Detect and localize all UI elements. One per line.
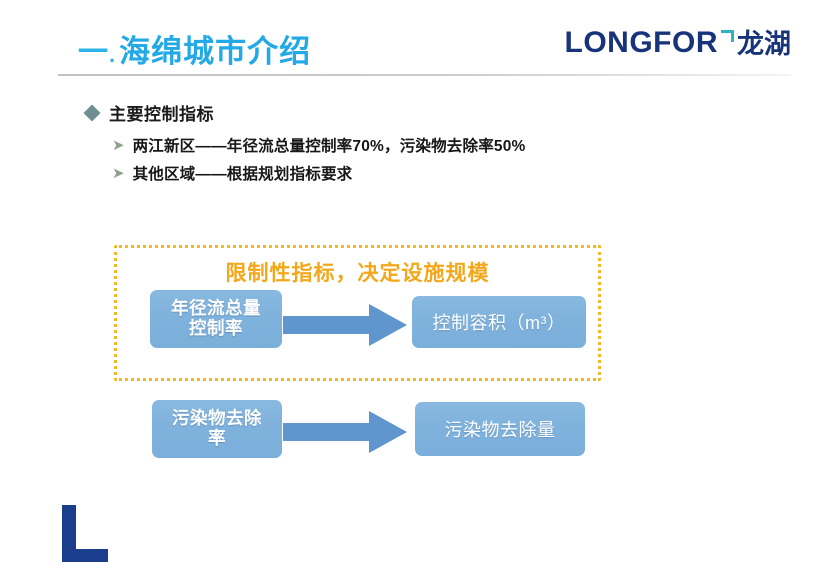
arrow-bullet-icon: ➤ <box>112 163 125 182</box>
flow-box-label: 控制容积（m³） <box>432 313 566 333</box>
bullet-level2-label: 其他区域——根据规划指标要求 <box>132 166 353 183</box>
callout-heading: 限制性指标，决定设施规模 <box>225 262 490 285</box>
bullet-level1-label: 主要控制指标 <box>109 105 214 124</box>
bullet-level1: 主要控制指标 <box>83 100 828 125</box>
slide-header: 一 . 海绵城市介绍 LONGFOR 龙湖 <box>0 0 828 78</box>
flow-box-label-line1: 年径流总量 <box>171 298 261 319</box>
title-text: 海绵城市介绍 <box>119 34 312 69</box>
l-shape-mark-icon <box>62 505 108 562</box>
flow-box-label: 污染物去除量 <box>444 420 556 440</box>
flow-box-control-volume: 控制容积（m³） <box>412 296 586 348</box>
callout-dotted-border <box>114 245 601 381</box>
right-arrow-icon <box>283 410 407 454</box>
flow-box-label-line2: 控制率 <box>189 318 243 338</box>
flow-box-label-line2: 率 <box>208 428 226 448</box>
page-title: 一 . 海绵城市介绍 <box>78 26 311 71</box>
flow-box-pollutant-removal-amount: 污染物去除量 <box>415 402 585 456</box>
flow-box-label-line1: 污染物去除 <box>172 408 262 429</box>
right-arrow-icon <box>283 303 407 347</box>
bullet-level2-label: 两江新区——年径流总量控制率70%，污染物去除率50% <box>132 138 526 155</box>
flow-box-label: 年径流总量 控制率 <box>171 299 261 338</box>
title-number: 一 <box>78 36 108 69</box>
longfor-corner-mark-icon <box>719 28 736 58</box>
brand-latin-name: LONGFOR <box>564 26 718 59</box>
flow-box-label: 污染物去除 率 <box>172 409 262 448</box>
arrow-bullet-icon: ➤ <box>112 135 125 154</box>
brand-chinese-name: 龙湖 <box>737 29 791 59</box>
flow-box-pollutant-removal-rate: 污染物去除 率 <box>152 400 282 458</box>
brand-logo: LONGFOR 龙湖 <box>565 28 792 58</box>
bullet-level2-item-2: ➤ 其他区域——根据规划指标要求 <box>112 162 828 184</box>
title-separator-dot: . <box>109 42 116 67</box>
diamond-bullet-icon <box>83 104 101 121</box>
bullet-list: 主要控制指标 ➤ 两江新区——年径流总量控制率70%，污染物去除率50% ➤ 其… <box>0 100 828 190</box>
bullet-level2-item-1: ➤ 两江新区——年径流总量控制率70%，污染物去除率50% <box>112 134 828 156</box>
header-divider <box>58 74 791 76</box>
flow-box-runoff-control-rate: 年径流总量 控制率 <box>150 290 282 348</box>
